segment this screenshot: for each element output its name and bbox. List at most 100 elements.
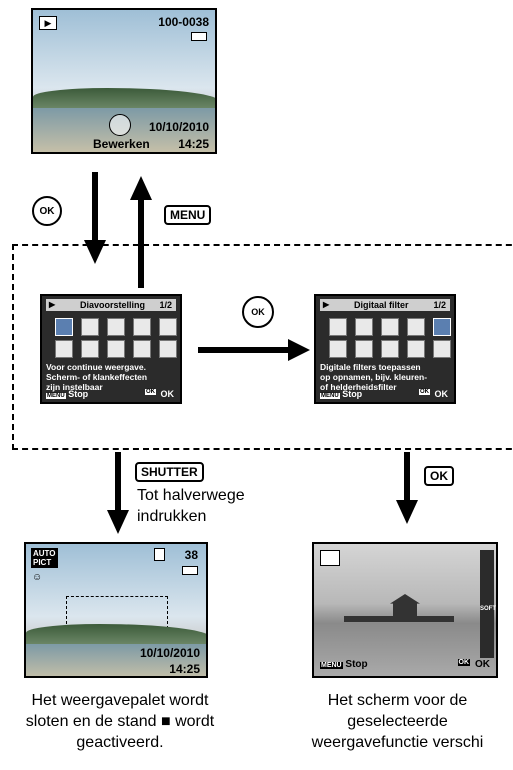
file-number: 100-0038 [158,15,209,29]
mode-line: PICT [33,558,52,567]
digital-filter-icon [433,318,451,336]
stop-label: Stop [342,389,363,399]
menu-icon-7 [355,340,373,358]
menu-title: Digitaal filter [354,300,409,310]
filter-screen: SOFT MENU Stop OK OK [312,542,498,678]
filter-footer: MENU Stop OK OK [320,659,490,672]
menu-key-icon: MENU [320,393,340,399]
slideshow-icon [55,318,73,336]
caption-left: Het weergavepalet wordt sloten en de sta… [0,690,240,753]
menu-footer: MENU Stop OK OK [320,389,450,400]
ok-label: OK [475,659,490,670]
down-arrow-ok-head [84,240,106,264]
date: 10/10/2010 [148,120,209,134]
time: 14:25 [178,137,209,151]
menu-icon-2 [81,318,99,336]
soft-filter-label: SOFT [480,606,496,612]
menu-icon-3 [107,318,125,336]
ok-key-icon: OK [145,389,156,395]
ok-label: OK [434,389,449,399]
menu-page: 1/2 [159,300,172,310]
menu-header: ▶ Digitaal filter 1/2 [320,299,450,311]
shutter-instruction: Tot halverwege indrukken [137,485,245,527]
play-icon: ▶ [39,16,57,30]
palette-frame [12,244,513,450]
menu-title: Diavoorstelling [80,300,146,310]
capture-screen: AUTO PICT ☺ 38 10/10/2010 14:25 [24,542,208,678]
menu-description: Digitale filters toepassen op opnamen, b… [320,362,450,392]
up-arrow-menu-head [130,176,152,200]
right-arrow [198,347,290,353]
memory-icon [154,548,165,561]
menu-icon-1 [329,318,347,336]
ok-key: OK [424,466,454,486]
menu-header: ▶ Diavoorstelling 1/2 [46,299,176,311]
ok-button-label: OK [39,205,55,217]
desc-line: Voor continue weergave. [46,362,146,372]
battery-icon [182,566,198,575]
menu-icon-2 [355,318,373,336]
menu-icon-5 [159,318,177,336]
pier [344,616,454,622]
shutter-text-line: Tot halverwege [137,487,245,504]
tree-line [26,624,206,646]
auto-picture-mode-icon: AUTO PICT [31,548,58,568]
down-arrow-ok-key [404,452,410,502]
menu-key-icon: MENU [320,662,343,669]
ok-key-icon: OK [457,659,470,666]
down-arrow-ok [92,172,98,244]
battery-icon [191,32,207,41]
menu-icon-7 [81,340,99,358]
caption-line: Het weergavepalet wordt [31,692,209,709]
menu-page: 1/2 [433,300,446,310]
face-detect-icon: ☺ [32,572,43,583]
ok-button-icon: OK [32,196,62,226]
stop-label: Stop [68,389,89,399]
shots-remaining: 38 [184,548,198,562]
menu-key-icon: MENU [46,393,66,399]
desc-line: op opnamen, bijv. kleuren- [320,372,428,382]
menu-icon-9 [133,340,151,358]
edit-label: Bewerken [93,137,150,151]
four-way-ok-icon: OK [242,296,274,328]
mode-line: AUTO [33,549,56,558]
caption-line: sloten en de stand ■ wordt [25,713,215,730]
top-playback-screen: ▶ 100-0038 10/10/2010 Bewerken 14:25 [31,8,217,154]
menu-icon-8 [107,340,125,358]
down-arrow-shutter-head [107,510,129,534]
desc-line: Scherm- of klankeffecten [46,372,148,382]
caption-line: Het scherm voor de [327,692,468,709]
desc-line: of helderheidsfilter [320,382,397,392]
tree-line [33,88,215,110]
caption-line: geactiveerd. [76,734,164,751]
menu-footer: MENU Stop OK OK [46,389,176,400]
sea [26,644,206,676]
caption-line: weergavefunctie verschi [311,734,484,751]
menu-icon-6 [55,340,73,358]
shutter-text-line: indrukken [137,508,207,525]
play-icon: ▶ [323,300,330,309]
menu-key: MENU [164,205,212,225]
menu-icon-6 [329,340,347,358]
menu-icon-4 [133,318,151,336]
caption-line: geselecteerde [347,713,448,730]
menu-icon-3 [381,318,399,336]
menu-icon-9 [407,340,425,358]
shutter-key: SHUTTER [135,462,204,482]
digital-filter-icon [320,550,340,566]
stop-label: Stop [345,659,368,670]
menu-screen-digital-filter: ▶ Digitaal filter 1/2 Digitale filters t… [314,294,456,404]
down-arrow-ok-key-head [396,500,418,524]
menu-icon-10 [433,340,451,358]
desc-line: Digitale filters toepassen [320,362,421,372]
ok-label: OK [160,389,175,399]
caption-right: Het scherm voor de geselecteerde weergav… [282,690,513,753]
gazebo [390,594,420,618]
menu-icon-8 [381,340,399,358]
play-icon: ▶ [49,300,56,309]
ok-key-icon: OK [419,389,430,395]
down-arrow-shutter [115,452,121,514]
date: 10/10/2010 [139,646,200,660]
four-way-controller-icon [109,114,131,136]
right-arrow-head [288,339,310,361]
